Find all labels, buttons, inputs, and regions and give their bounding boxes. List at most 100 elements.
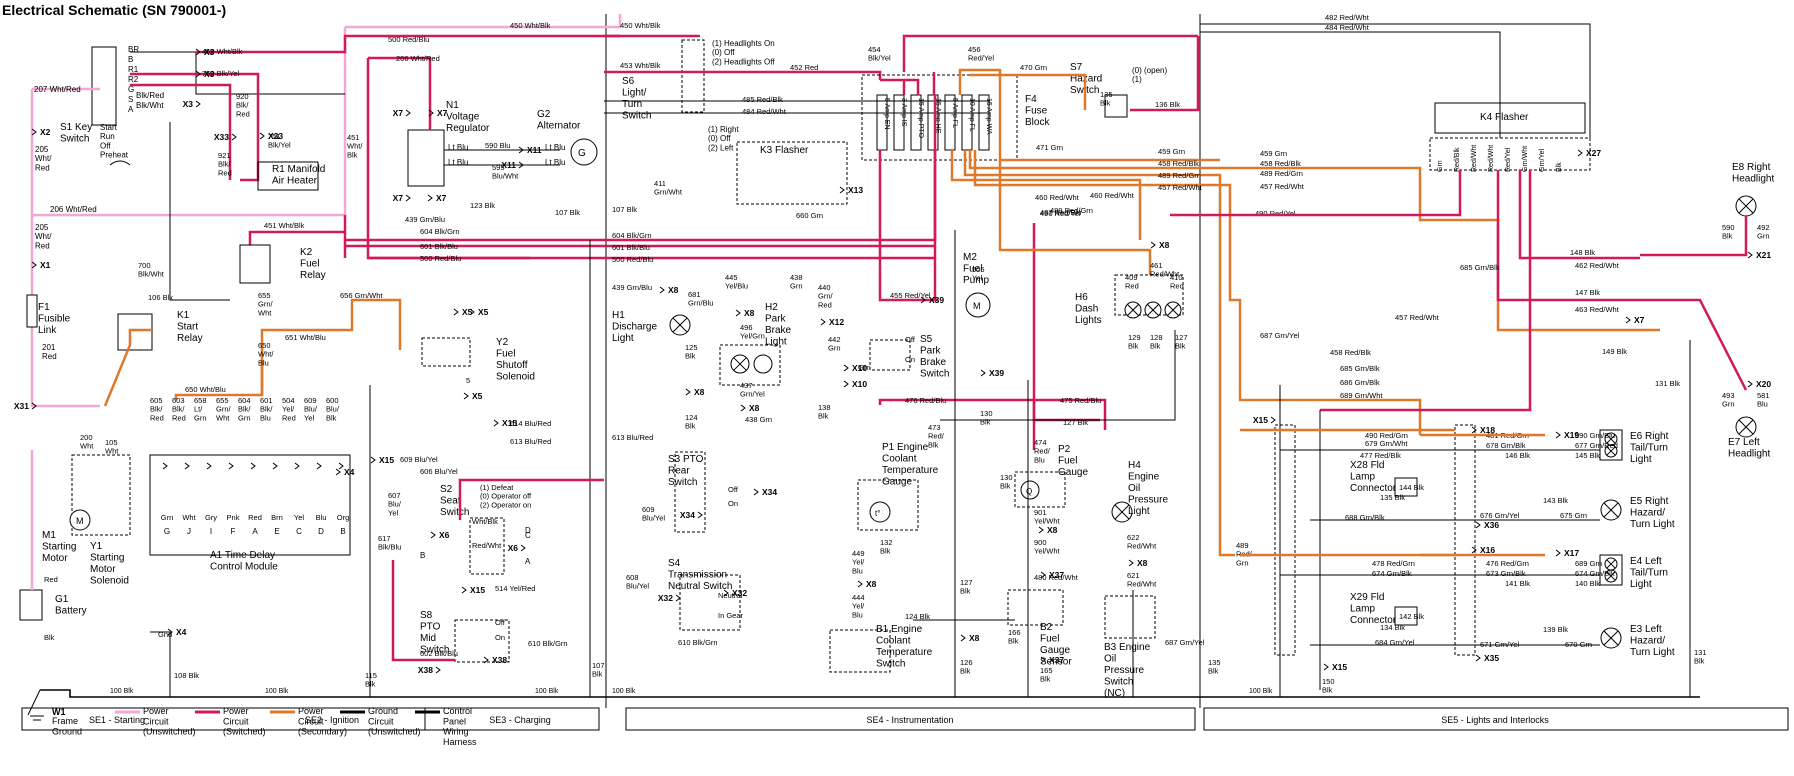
label: Blk/ [238, 405, 251, 414]
flasher-k3 [736, 141, 848, 205]
h1-label: Light [612, 333, 634, 344]
label: 410 [1170, 273, 1183, 282]
f1-label: Link [38, 325, 57, 336]
label: 206 Wht/Red [396, 54, 440, 63]
label: Org [337, 513, 350, 522]
b2-label: Sensor [1040, 657, 1072, 668]
label: In Gear [718, 611, 744, 620]
section-label: SE4 - Instrumentation [866, 715, 953, 725]
s5-label: Switch [920, 369, 949, 380]
label: X33 [268, 131, 283, 141]
label: Yel/ [282, 405, 295, 414]
label: M [76, 516, 84, 526]
label: B [420, 551, 425, 560]
label: 150 [1322, 677, 1335, 686]
b2-label: B2 [1040, 622, 1053, 633]
wire [32, 27, 347, 217]
s6-label: Turn [622, 99, 642, 110]
label: Gnd [158, 630, 172, 639]
connector [1555, 431, 1561, 439]
connector [1270, 416, 1276, 424]
label: Blk [960, 667, 971, 676]
wire [968, 150, 1660, 332]
label: 463 Red/Wht [1575, 305, 1620, 314]
label: 166 [1008, 628, 1021, 637]
label: Blk [592, 670, 603, 679]
n1-label: N1 [446, 100, 459, 111]
label: X37 [1049, 570, 1064, 580]
lamp-cross [1738, 419, 1754, 435]
e7-label: Headlight [1728, 449, 1770, 460]
label: 496 [740, 323, 753, 332]
label: X3 [204, 47, 215, 57]
label: Blk [880, 547, 891, 556]
section-label: SE1 - Starting [89, 715, 145, 725]
legend-label: (Unswitched) [143, 727, 196, 737]
label: 3 Amp IS [900, 98, 907, 127]
label: Grn/ [216, 405, 232, 414]
label: X2 [40, 127, 51, 137]
wire [174, 298, 402, 400]
label: X8 [668, 285, 679, 295]
label: 686 Grn/Blk [1340, 378, 1380, 387]
m2-label: Pump [963, 275, 990, 286]
label: 476 Red/Blu [905, 396, 946, 405]
label: 141 Blk [1505, 579, 1530, 588]
fld-lamp-connector-x29 [1394, 606, 1418, 626]
section-bar [21, 707, 600, 731]
label: 108 Blk [174, 671, 199, 680]
label: Red/Wht [1127, 542, 1157, 551]
label: Grn [1236, 558, 1249, 567]
label: X8 [1047, 525, 1058, 535]
label: Grn/Wht [1522, 146, 1529, 172]
connector [753, 488, 759, 496]
label: Wht/ [35, 232, 52, 241]
label: 490 Red/Yel [1040, 209, 1081, 218]
label: Blu [260, 413, 271, 422]
label: 681 [688, 290, 701, 299]
hazard-switch [1104, 94, 1128, 118]
s8-label: Switch [420, 645, 449, 656]
connector [31, 128, 37, 136]
label: Blu/ [388, 500, 402, 509]
label: 105 [105, 438, 118, 447]
label: Red [236, 109, 250, 118]
lamp-cross [1606, 446, 1616, 456]
b3-label: Pressure [1104, 665, 1144, 676]
label: E [274, 527, 279, 536]
label: 656 Grn/Wht [340, 291, 383, 300]
e4-label: E4 Left [1630, 556, 1662, 567]
coolant-gauge-box [857, 479, 919, 531]
label: X10 [852, 363, 867, 373]
label: 505 [972, 265, 985, 274]
wire [958, 68, 1220, 162]
h1-label: Discharge [612, 322, 657, 333]
f4-label: Fuse [1025, 106, 1048, 117]
label: X8 [969, 633, 980, 643]
fuel-gauge-box [1014, 471, 1066, 508]
label: Red [44, 575, 58, 584]
label: X11 [527, 145, 542, 155]
s3-label: Switch [668, 477, 697, 488]
label: Blk [928, 440, 939, 449]
connector [1625, 316, 1631, 324]
label: X5 [472, 391, 483, 401]
label: (1) Right [708, 125, 739, 134]
label: 449 [852, 549, 865, 558]
label: 485 Red/Blk [742, 95, 783, 104]
connector [839, 186, 845, 194]
label: 460 Red/Wht [1035, 193, 1080, 202]
label: 500 Red/Blu [388, 35, 429, 44]
label: Grn [161, 513, 174, 522]
key-switch-label: Switch [60, 134, 89, 145]
label: X5 [478, 307, 489, 317]
label: (2) Headlights Off [712, 57, 775, 66]
label: X34 [680, 510, 695, 520]
motor-icon [69, 509, 91, 531]
label: Pnk [227, 513, 240, 522]
label: 600 [326, 396, 339, 405]
label: Off [905, 335, 916, 344]
label: Grn [1722, 400, 1735, 409]
fuse [910, 94, 922, 151]
